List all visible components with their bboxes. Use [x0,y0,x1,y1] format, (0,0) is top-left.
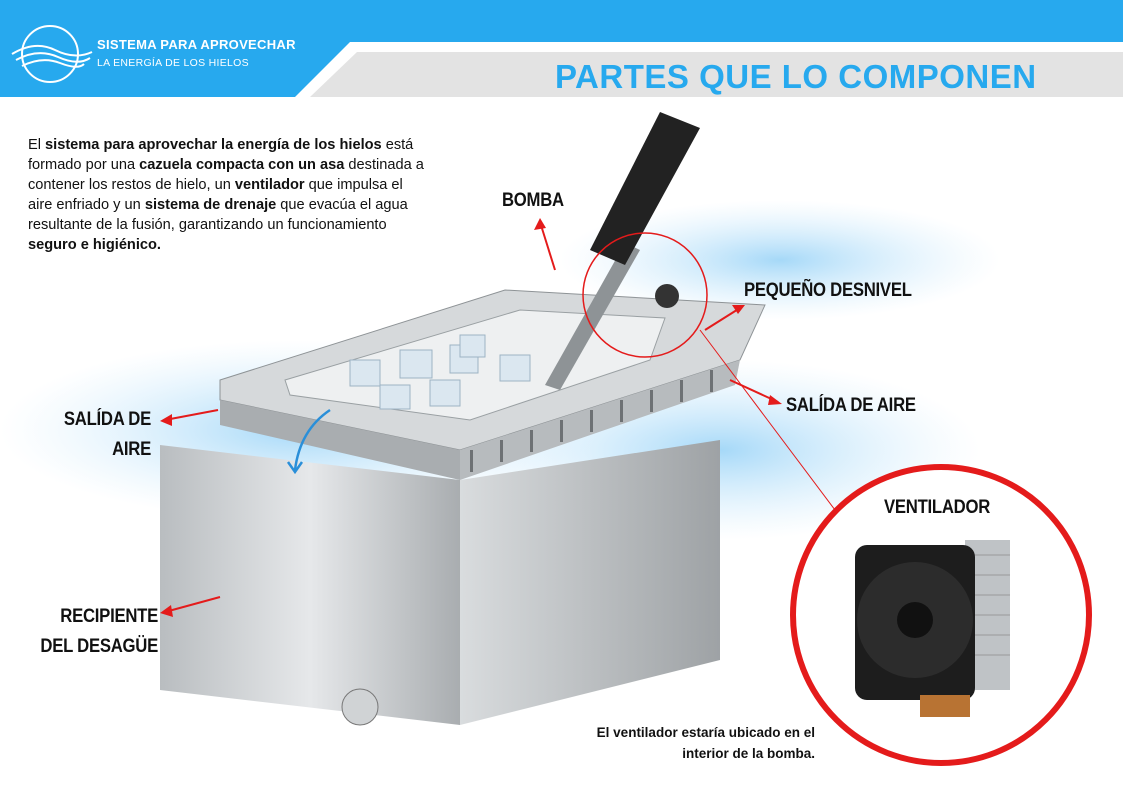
fan-location-note: El ventilador estaría ubicado en el inter… [520,722,815,764]
header-band [0,0,1123,97]
label-line: AIRE [112,439,151,460]
label-bomba: BOMBA [502,190,564,211]
label-line: DEL DESAGÜE [40,636,158,657]
page-title: PARTES QUE LO COMPONEN [555,58,1037,95]
logo-icon [11,25,93,83]
intro-bold: ventilador [234,177,305,193]
intro-bold: sistema de drenaje [144,197,277,213]
label-line: RECIPIENTE [60,606,158,627]
intro-text: El [28,137,46,153]
annotation-arrows [160,218,836,617]
intro-bold: sistema para aprovechar la energía de lo… [45,137,382,153]
label-line: SALÍDA DE [63,409,151,430]
label-pequeno-desnivel: PEQUEÑO DESNIVEL [744,280,912,301]
label-salida-aire-right: SALÍDA DE AIRE [786,395,916,416]
intro-text: que impulsa el aire enfriado y un [28,177,403,213]
intro-text: está formado por una [28,137,414,173]
label-salida-aire-left: SALÍDA DE AIRE [36,405,151,465]
intro-text: destinada a contener los restos de hielo… [28,157,424,193]
note-line: El ventilador estaría ubicado en el [596,725,815,740]
note-line: interior de la bomba. [682,746,815,761]
label-ventilador: VENTILADOR [884,497,991,518]
intro-text: que evacúa el agua resultante de la fusi… [28,197,408,233]
fan-illustration [790,464,1092,766]
brand-tagline: LA ENERGÍA DE LOS HIELOS [97,57,249,69]
ice-container-illustration [160,112,766,726]
brand-name: SISTEMA PARA APROVECHAR [97,37,296,52]
label-recipiente-desague: RECIPIENTE DEL DESAGÜE [28,602,158,662]
intro-paragraph: El sistema para aprovechar la energía de… [28,135,428,255]
intro-bold: seguro e higiénico. [28,237,161,253]
intro-bold: cazuela compacta con un asa [139,157,345,173]
